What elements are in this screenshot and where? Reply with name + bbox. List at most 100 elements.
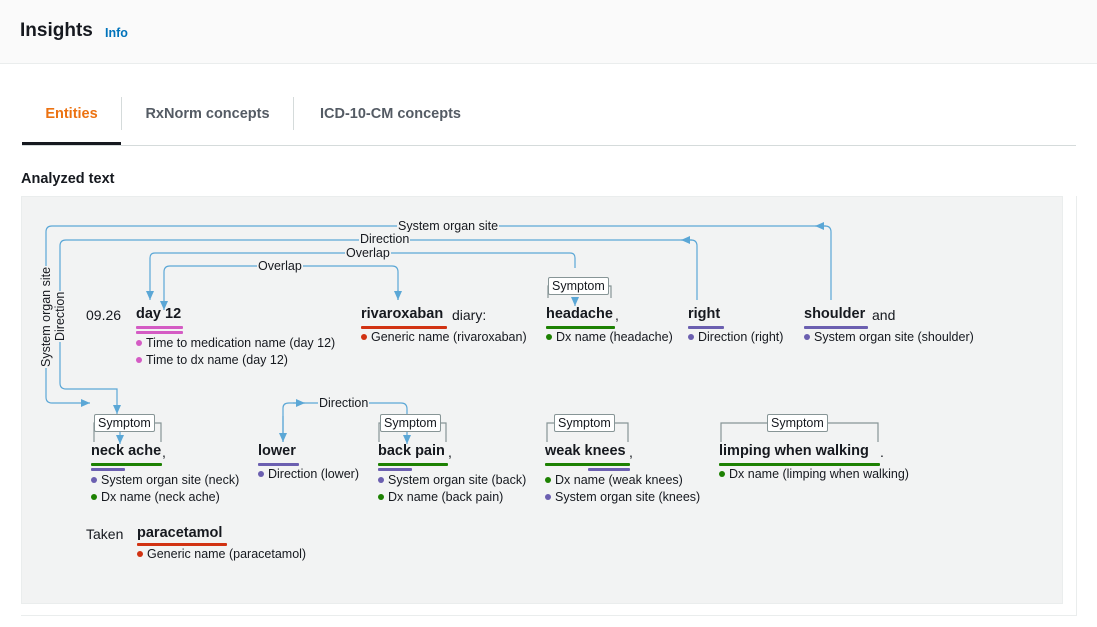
symptom-tag: Symptom xyxy=(94,414,155,432)
tab-rxnorm-concepts[interactable]: RxNorm concepts xyxy=(145,106,270,122)
entity-underline xyxy=(137,543,227,546)
relation-line-overlap-headache xyxy=(146,252,576,300)
entity-detail: Generic name (paracetamol) xyxy=(137,547,306,561)
info-link[interactable]: Info xyxy=(105,26,128,40)
analyzed-text-panel xyxy=(21,196,1063,604)
dx-dot-icon xyxy=(546,334,552,340)
entity-underline xyxy=(91,468,125,471)
symptom-tag: Symptom xyxy=(548,277,609,295)
time-dot-icon xyxy=(136,357,142,363)
analyzed-text-title: Analyzed text xyxy=(21,171,115,187)
time-dot-icon xyxy=(136,340,142,346)
dx-dot-icon xyxy=(91,494,97,500)
entity-detail: Dx name (weak knees) xyxy=(545,473,683,487)
dx-dot-icon xyxy=(378,494,384,500)
relation-label-direction-vertical: Direction xyxy=(53,290,67,342)
site-dot-icon xyxy=(378,477,384,483)
scroll-container-edge xyxy=(1061,196,1077,616)
entity-detail: System organ site (knees) xyxy=(545,490,700,504)
relation-label-direction: Direction xyxy=(318,396,370,410)
entity-detail: System organ site (shoulder) xyxy=(804,330,974,344)
entity-underline xyxy=(719,463,880,466)
tab-entities[interactable]: Entities xyxy=(22,88,121,145)
detail-text: Dx name (weak knees) xyxy=(555,473,683,487)
generic-dot-icon xyxy=(361,334,367,340)
entity-shoulder[interactable]: shoulder xyxy=(804,306,866,322)
plain-text: , xyxy=(629,444,633,460)
site-dot-icon xyxy=(545,494,551,500)
symptom-tag: Symptom xyxy=(554,414,615,432)
entity-detail: Generic name (rivaroxaban) xyxy=(361,330,527,344)
entity-detail: Time to dx name (day 12) xyxy=(136,353,288,367)
page-header xyxy=(0,0,1097,64)
entity-detail: System organ site (neck) xyxy=(91,473,239,487)
relation-line-direction-right xyxy=(59,239,698,414)
direction-dot-icon xyxy=(258,471,264,477)
relation-label-overlap: Overlap xyxy=(345,246,391,260)
detail-text: Dx name (back pain) xyxy=(388,490,504,504)
entity-limping-when-walking[interactable]: limping when walking xyxy=(719,443,869,459)
entity-underline xyxy=(588,468,630,471)
symptom-tag: Symptom xyxy=(380,414,441,432)
entity-underline xyxy=(688,326,724,329)
entity-lower[interactable]: lower xyxy=(258,443,296,459)
detail-text: Dx name (headache) xyxy=(556,330,673,344)
entity-detail: Dx name (headache) xyxy=(546,330,673,344)
detail-text: System organ site (shoulder) xyxy=(814,330,974,344)
entity-neck-ache[interactable]: neck ache xyxy=(91,443,162,459)
site-dot-icon xyxy=(91,477,97,483)
detail-text: Time to medication name (day 12) xyxy=(146,336,336,350)
entity-underline xyxy=(91,463,162,466)
entity-underline xyxy=(804,326,868,329)
detail-text: Time to dx name (day 12) xyxy=(146,353,288,367)
scroll-container-bottom xyxy=(21,615,1077,616)
dx-dot-icon xyxy=(719,471,725,477)
relation-label-direction: Direction xyxy=(359,232,411,246)
tab-icd10cm-concepts[interactable]: ICD-10-CM concepts xyxy=(320,106,461,122)
entity-underline xyxy=(136,326,183,329)
plain-text: , xyxy=(615,307,619,323)
dx-dot-icon xyxy=(545,477,551,483)
relation-label-overlap: Overlap xyxy=(257,259,303,273)
detail-text: System organ site (knees) xyxy=(555,490,701,504)
entity-detail: Dx name (neck ache) xyxy=(91,490,220,504)
detail-text: Direction (lower) xyxy=(268,467,359,481)
entity-day-12[interactable]: day 12 xyxy=(136,306,182,322)
entity-detail: Direction (right) xyxy=(688,330,783,344)
entity-underline xyxy=(545,463,630,466)
entity-right[interactable]: right xyxy=(688,306,721,322)
tab-divider xyxy=(293,97,294,130)
entity-detail: System organ site (back) xyxy=(378,473,526,487)
plain-text: and xyxy=(872,307,896,323)
entity-underline xyxy=(546,326,615,329)
entity-underline xyxy=(361,326,447,329)
entity-back-pain[interactable]: back pain xyxy=(378,443,445,459)
detail-text: Generic name (paracetamol) xyxy=(147,547,307,561)
detail-text: Dx name (neck ache) xyxy=(101,490,220,504)
detail-text: System organ site (neck) xyxy=(101,473,240,487)
symptom-tag: Symptom xyxy=(767,414,828,432)
detail-text: System organ site (back) xyxy=(388,473,527,487)
entity-headache[interactable]: headache xyxy=(546,306,613,322)
direction-dot-icon xyxy=(688,334,694,340)
entity-detail: Time to medication name (day 12) xyxy=(136,336,335,350)
entity-underline xyxy=(136,331,183,334)
plain-text: Taken xyxy=(86,526,124,542)
relation-label-system-organ-site: System organ site xyxy=(397,219,500,233)
plain-text: , xyxy=(448,444,452,460)
entity-rivaroxaban[interactable]: rivaroxaban xyxy=(361,306,444,322)
site-dot-icon xyxy=(804,334,810,340)
relation-line-system-organ-site xyxy=(45,225,832,407)
entity-paracetamol[interactable]: paracetamol xyxy=(137,525,223,541)
plain-text: 09.26 xyxy=(86,307,122,323)
entity-weak-knees[interactable]: weak knees xyxy=(545,443,626,459)
entity-detail: Direction (lower) xyxy=(258,467,359,481)
tab-divider xyxy=(121,97,122,130)
relation-label-system-organ-site-vertical: System organ site xyxy=(39,265,53,368)
entity-detail: Dx name (limping when walking) xyxy=(719,467,909,481)
page-title: Insights xyxy=(20,20,93,41)
detail-text: Dx name (limping when walking) xyxy=(729,467,909,481)
entity-underline xyxy=(378,468,412,471)
plain-text: diary: xyxy=(452,307,487,323)
entity-underline xyxy=(378,463,448,466)
